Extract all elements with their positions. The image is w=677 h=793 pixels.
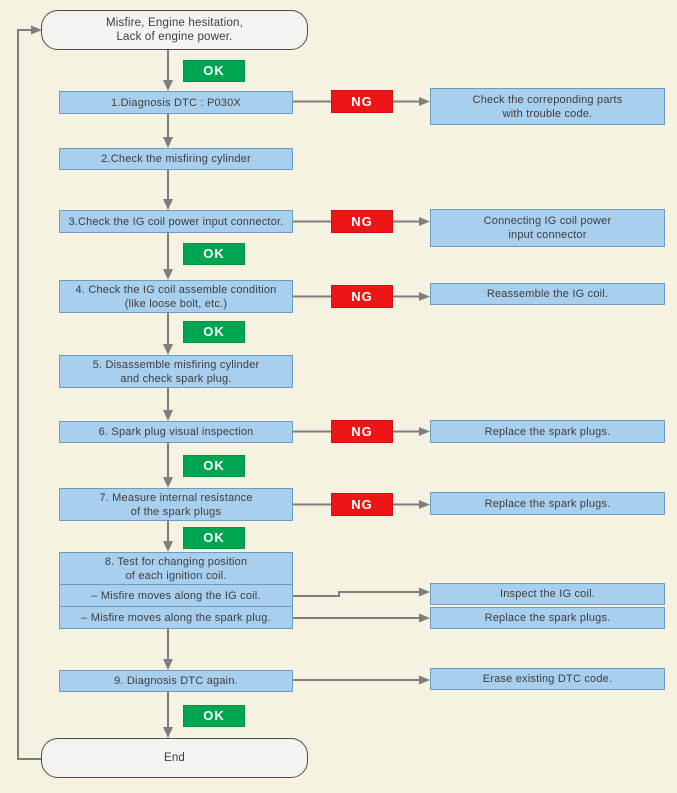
ok-badge-5: OK (183, 527, 245, 549)
ng-badge-1: NG (331, 90, 393, 113)
action-box-1: Check the correponding parts with troubl… (430, 88, 665, 125)
ng-branch-arrows (293, 97, 430, 509)
end-terminal: End (41, 738, 308, 778)
step-9-box: 9. Diagnosis DTC again. (59, 670, 293, 692)
step-2-box: 2.Check the misfiring cylinder (59, 148, 293, 170)
step-1-box: 1.Diagnosis DTC : P030X (59, 91, 293, 114)
ok-badge-2: OK (183, 243, 245, 265)
ng-badge-3: NG (331, 285, 393, 308)
ok-badge-3: OK (183, 321, 245, 343)
ok-badge-6: OK (183, 705, 245, 727)
action-box-7: Replace the spark plugs. (430, 607, 665, 629)
ng-badge-4: NG (331, 420, 393, 443)
step-8-case-2-box: – Misfire moves along the spark plug. (59, 606, 293, 629)
step-4-box: 4. Check the IG coil assemble condition … (59, 280, 293, 313)
start-terminal: Misfire, Engine hesitation, Lack of engi… (41, 10, 308, 50)
step-7-box: 7. Measure internal resistance of the sp… (59, 488, 293, 521)
ng-badge-2: NG (331, 210, 393, 233)
action-box-8: Erase existing DTC code. (430, 668, 665, 690)
action-box-2: Connecting IG coil power input connector (430, 209, 665, 247)
action-box-4: Replace the spark plugs. (430, 420, 665, 443)
step-6-box: 6. Spark plug visual inspection (59, 421, 293, 443)
step-8-case-1-box: – Misfire moves along the IG coil. (59, 584, 293, 607)
ok-badge-1: OK (183, 60, 245, 82)
down-flow-arrows (163, 50, 173, 738)
step-8-box: 8. Test for changing position of each ig… (59, 552, 293, 585)
action-box-6: Inspect the IG coil. (430, 583, 665, 605)
action-box-3: Reassemble the IG coil. (430, 283, 665, 305)
ng-badge-5: NG (331, 493, 393, 516)
step-3-box: 3.Check the IG coil power input connecto… (59, 210, 293, 233)
action-box-5: Replace the spark plugs. (430, 492, 665, 515)
step-5-box: 5. Disassemble misfiring cylinder and ch… (59, 355, 293, 388)
loop-back-arrow (17, 25, 42, 760)
case-branch-arrows (293, 587, 430, 685)
ok-badge-4: OK (183, 455, 245, 477)
